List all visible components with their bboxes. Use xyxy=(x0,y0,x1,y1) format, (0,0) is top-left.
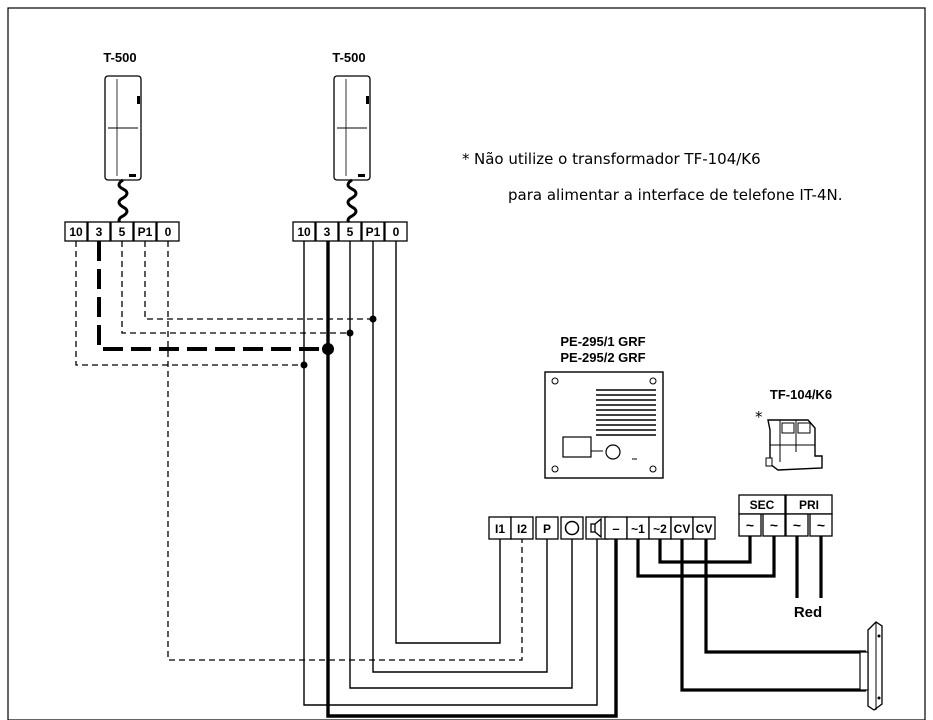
transformer-sec-label: SEC xyxy=(750,498,775,512)
transformer-pri-terminal-1: ~ xyxy=(793,517,801,533)
speaker-icon xyxy=(590,517,602,539)
phone-1-terminal-strip: 10 3 5 P1 0 xyxy=(64,221,180,242)
terminal-p: P xyxy=(543,522,551,536)
transformer: TF-104/K6 * SEC PRI ~ ~ ~ ~ Red xyxy=(738,387,833,621)
interface-terminal-strip: I1 I2 P – ~1 ~2 CV CV xyxy=(488,516,716,540)
phone-2-handset-icon xyxy=(333,75,371,236)
phone-1-terminal-0: 0 xyxy=(165,225,172,239)
phone-1-terminal-10: 10 xyxy=(69,225,83,239)
phone-2-terminal-3: 3 xyxy=(324,225,331,239)
phone-2: T-500 xyxy=(332,50,371,236)
junction-dots xyxy=(300,315,377,369)
note-asterisk: * xyxy=(462,150,470,168)
note: * Não utilize o transformador TF-104/K6 … xyxy=(462,150,843,204)
phone-1-handset-icon xyxy=(104,75,142,236)
phone-1-terminal-p1: P1 xyxy=(138,225,153,239)
note-line-2: para alimentar a interface de telefone I… xyxy=(508,186,843,204)
door-panel: PE-295/1 GRF PE-295/2 GRF xyxy=(544,334,664,479)
diagram-frame xyxy=(7,7,926,720)
terminal-ac-2: ~2 xyxy=(653,522,667,536)
microphone-icon xyxy=(564,520,580,536)
phone-2-terminal-0: 0 xyxy=(393,225,400,239)
phone-1-dashed-wires xyxy=(75,241,523,661)
note-line-1: Não utilize o transformador TF-104/K6 xyxy=(474,150,761,168)
transformer-asterisk: * xyxy=(755,408,763,426)
power-and-lock-wires xyxy=(636,536,866,692)
phone-1-terminal-3: 3 xyxy=(96,225,103,239)
phone-2-wires xyxy=(303,241,618,718)
phone-1-model-label: T-500 xyxy=(103,50,136,65)
terminal-cv-1: CV xyxy=(674,522,691,536)
transformer-pri-label: PRI xyxy=(799,498,819,512)
phone-2-terminal-strip: 10 3 5 P1 0 xyxy=(292,221,408,242)
transformer-sec-terminal-2: ~ xyxy=(770,517,778,533)
mains-label: Red xyxy=(794,604,822,621)
transformer-sec-terminal-1: ~ xyxy=(746,517,754,533)
phone-1-terminal-5: 5 xyxy=(119,225,126,239)
terminal-minus: – xyxy=(612,521,619,536)
phone-2-model-label: T-500 xyxy=(332,50,365,65)
door-panel-icon xyxy=(544,371,664,479)
terminal-i1: I1 xyxy=(495,522,505,536)
transformer-icon xyxy=(765,419,823,471)
terminal-ac-1: ~1 xyxy=(631,522,645,536)
transformer-model-label: TF-104/K6 xyxy=(770,387,832,402)
terminal-i2: I2 xyxy=(517,522,527,536)
phone-1: T-500 xyxy=(103,50,142,236)
terminal-cv-2: CV xyxy=(696,522,713,536)
electric-lock-icon xyxy=(859,621,883,711)
door-panel-model-line-2: PE-295/2 GRF xyxy=(560,350,645,365)
phone-2-terminal-10: 10 xyxy=(297,225,311,239)
door-panel-model-line-1: PE-295/1 GRF xyxy=(560,334,645,349)
transformer-pri-terminal-2: ~ xyxy=(817,517,825,533)
phone-2-terminal-p1: P1 xyxy=(366,225,381,239)
phone-2-terminal-5: 5 xyxy=(347,225,354,239)
